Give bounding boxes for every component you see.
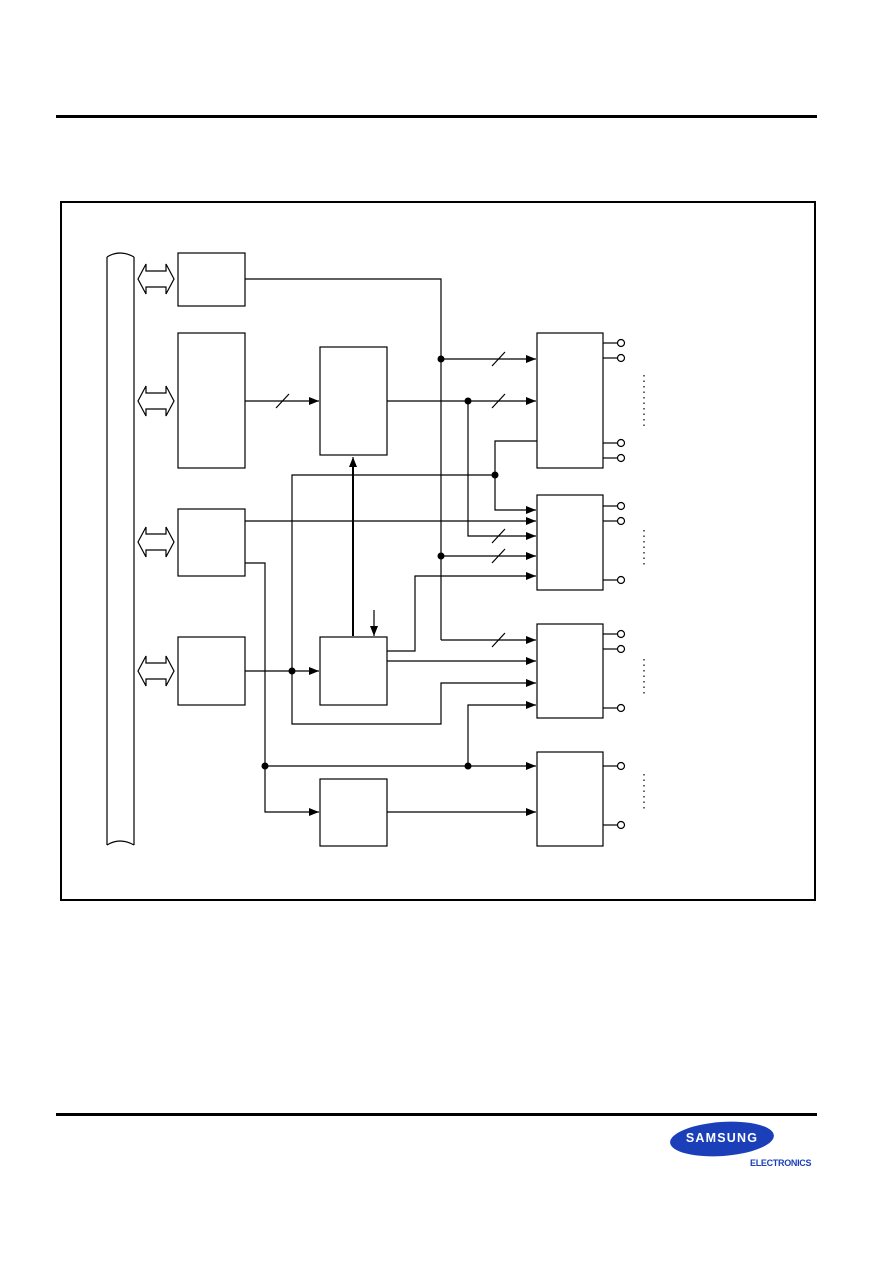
footer-rule [56,1113,817,1116]
internal-bus [106,252,135,846]
header-rule [56,115,817,118]
center-block-upper [319,346,388,456]
diagram-frame [60,201,816,901]
center-block-bottom [319,778,388,847]
logo-subtitle: ELECTRONICS [750,1158,812,1168]
bus-double-arrow-4 [137,655,175,687]
bus-double-arrow-2 [137,385,175,417]
output-block-1 [536,332,604,469]
center-block-lower [319,636,388,706]
bus-double-arrow-3 [137,526,175,558]
register-block-3 [177,508,246,577]
output-block-3 [536,623,604,719]
bus-width-slashes [275,351,506,648]
register-block-4 [177,636,246,706]
bus-double-arrow-1 [137,263,175,295]
samsung-logo: SAMSUNG ELECTRONICS [668,1118,818,1175]
junction-dots [261,355,499,770]
register-block-2 [177,332,246,469]
register-block-1 [177,252,246,307]
output-block-4 [536,751,604,847]
logo-wordmark: SAMSUNG [685,1131,759,1145]
output-pins [603,338,626,830]
output-block-2 [536,494,604,591]
signal-lines [245,278,537,816]
